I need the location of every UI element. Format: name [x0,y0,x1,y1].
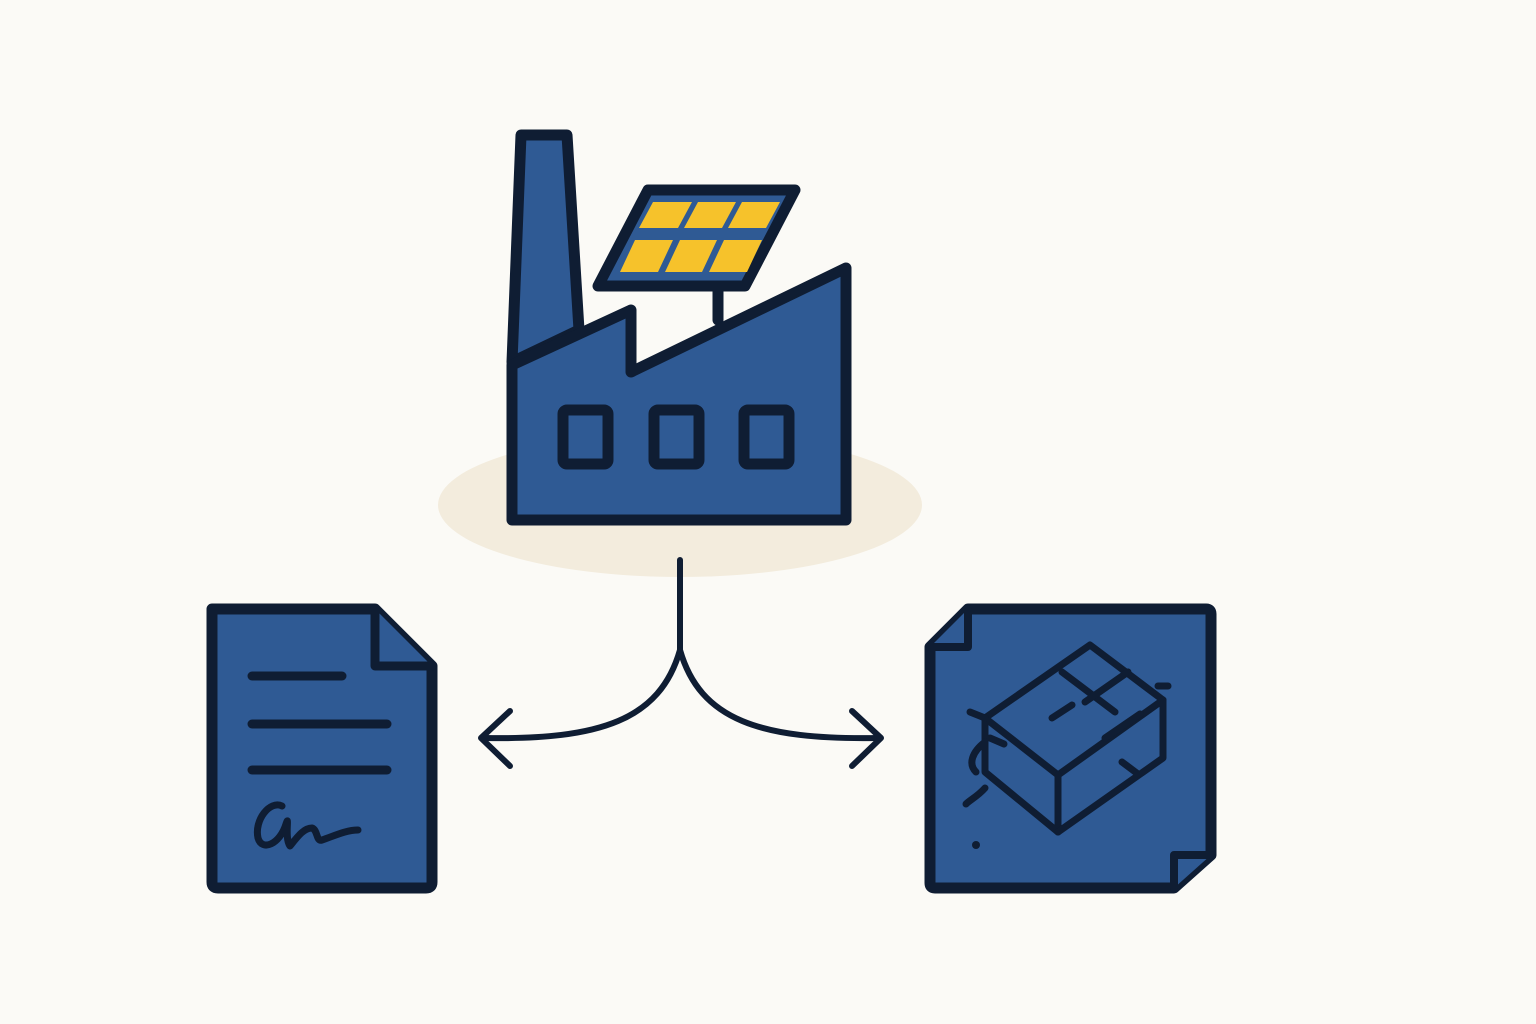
blueprint-bottom-right-corner [1170,851,1215,892]
signed-document-icon [206,603,438,894]
solar-cell [665,240,717,272]
blueprint-top-left-corner [926,605,972,651]
factory-window [648,404,705,470]
box-side-face [1054,696,1167,836]
product-blueprint-icon [924,603,1217,894]
box-edge-detail [986,734,1008,748]
box-tape-line [1058,668,1119,716]
box-tape-line [1081,668,1132,706]
arrowhead-right-icon [849,708,884,769]
connector-arrows [478,557,884,769]
factory-window [557,404,614,470]
blueprint-sheet [924,603,1217,894]
factory-icon [506,129,852,526]
blueprint-dot [972,841,980,849]
box-edge-detail [962,784,989,808]
signature-icon [253,801,362,850]
solar-cell [728,202,780,228]
box-icon [962,641,1172,836]
box-tape-line [1048,701,1076,722]
arrow-to-document [482,647,683,742]
solar-cell [684,202,736,228]
solar-panel-icon [592,184,801,292]
factory-window [738,404,795,470]
solar-cell [639,202,692,228]
arrow-to-product [677,647,881,742]
box-tape-line [1101,710,1144,742]
box-edge-detail [968,738,989,776]
box-edge-detail [1118,758,1142,778]
arrowhead-left-icon [478,708,513,769]
solar-cell [620,240,673,272]
box-edge-detail [966,708,989,722]
solar-cell [709,240,762,272]
document-folded-corner [370,604,437,671]
factory-chimney [506,129,585,368]
